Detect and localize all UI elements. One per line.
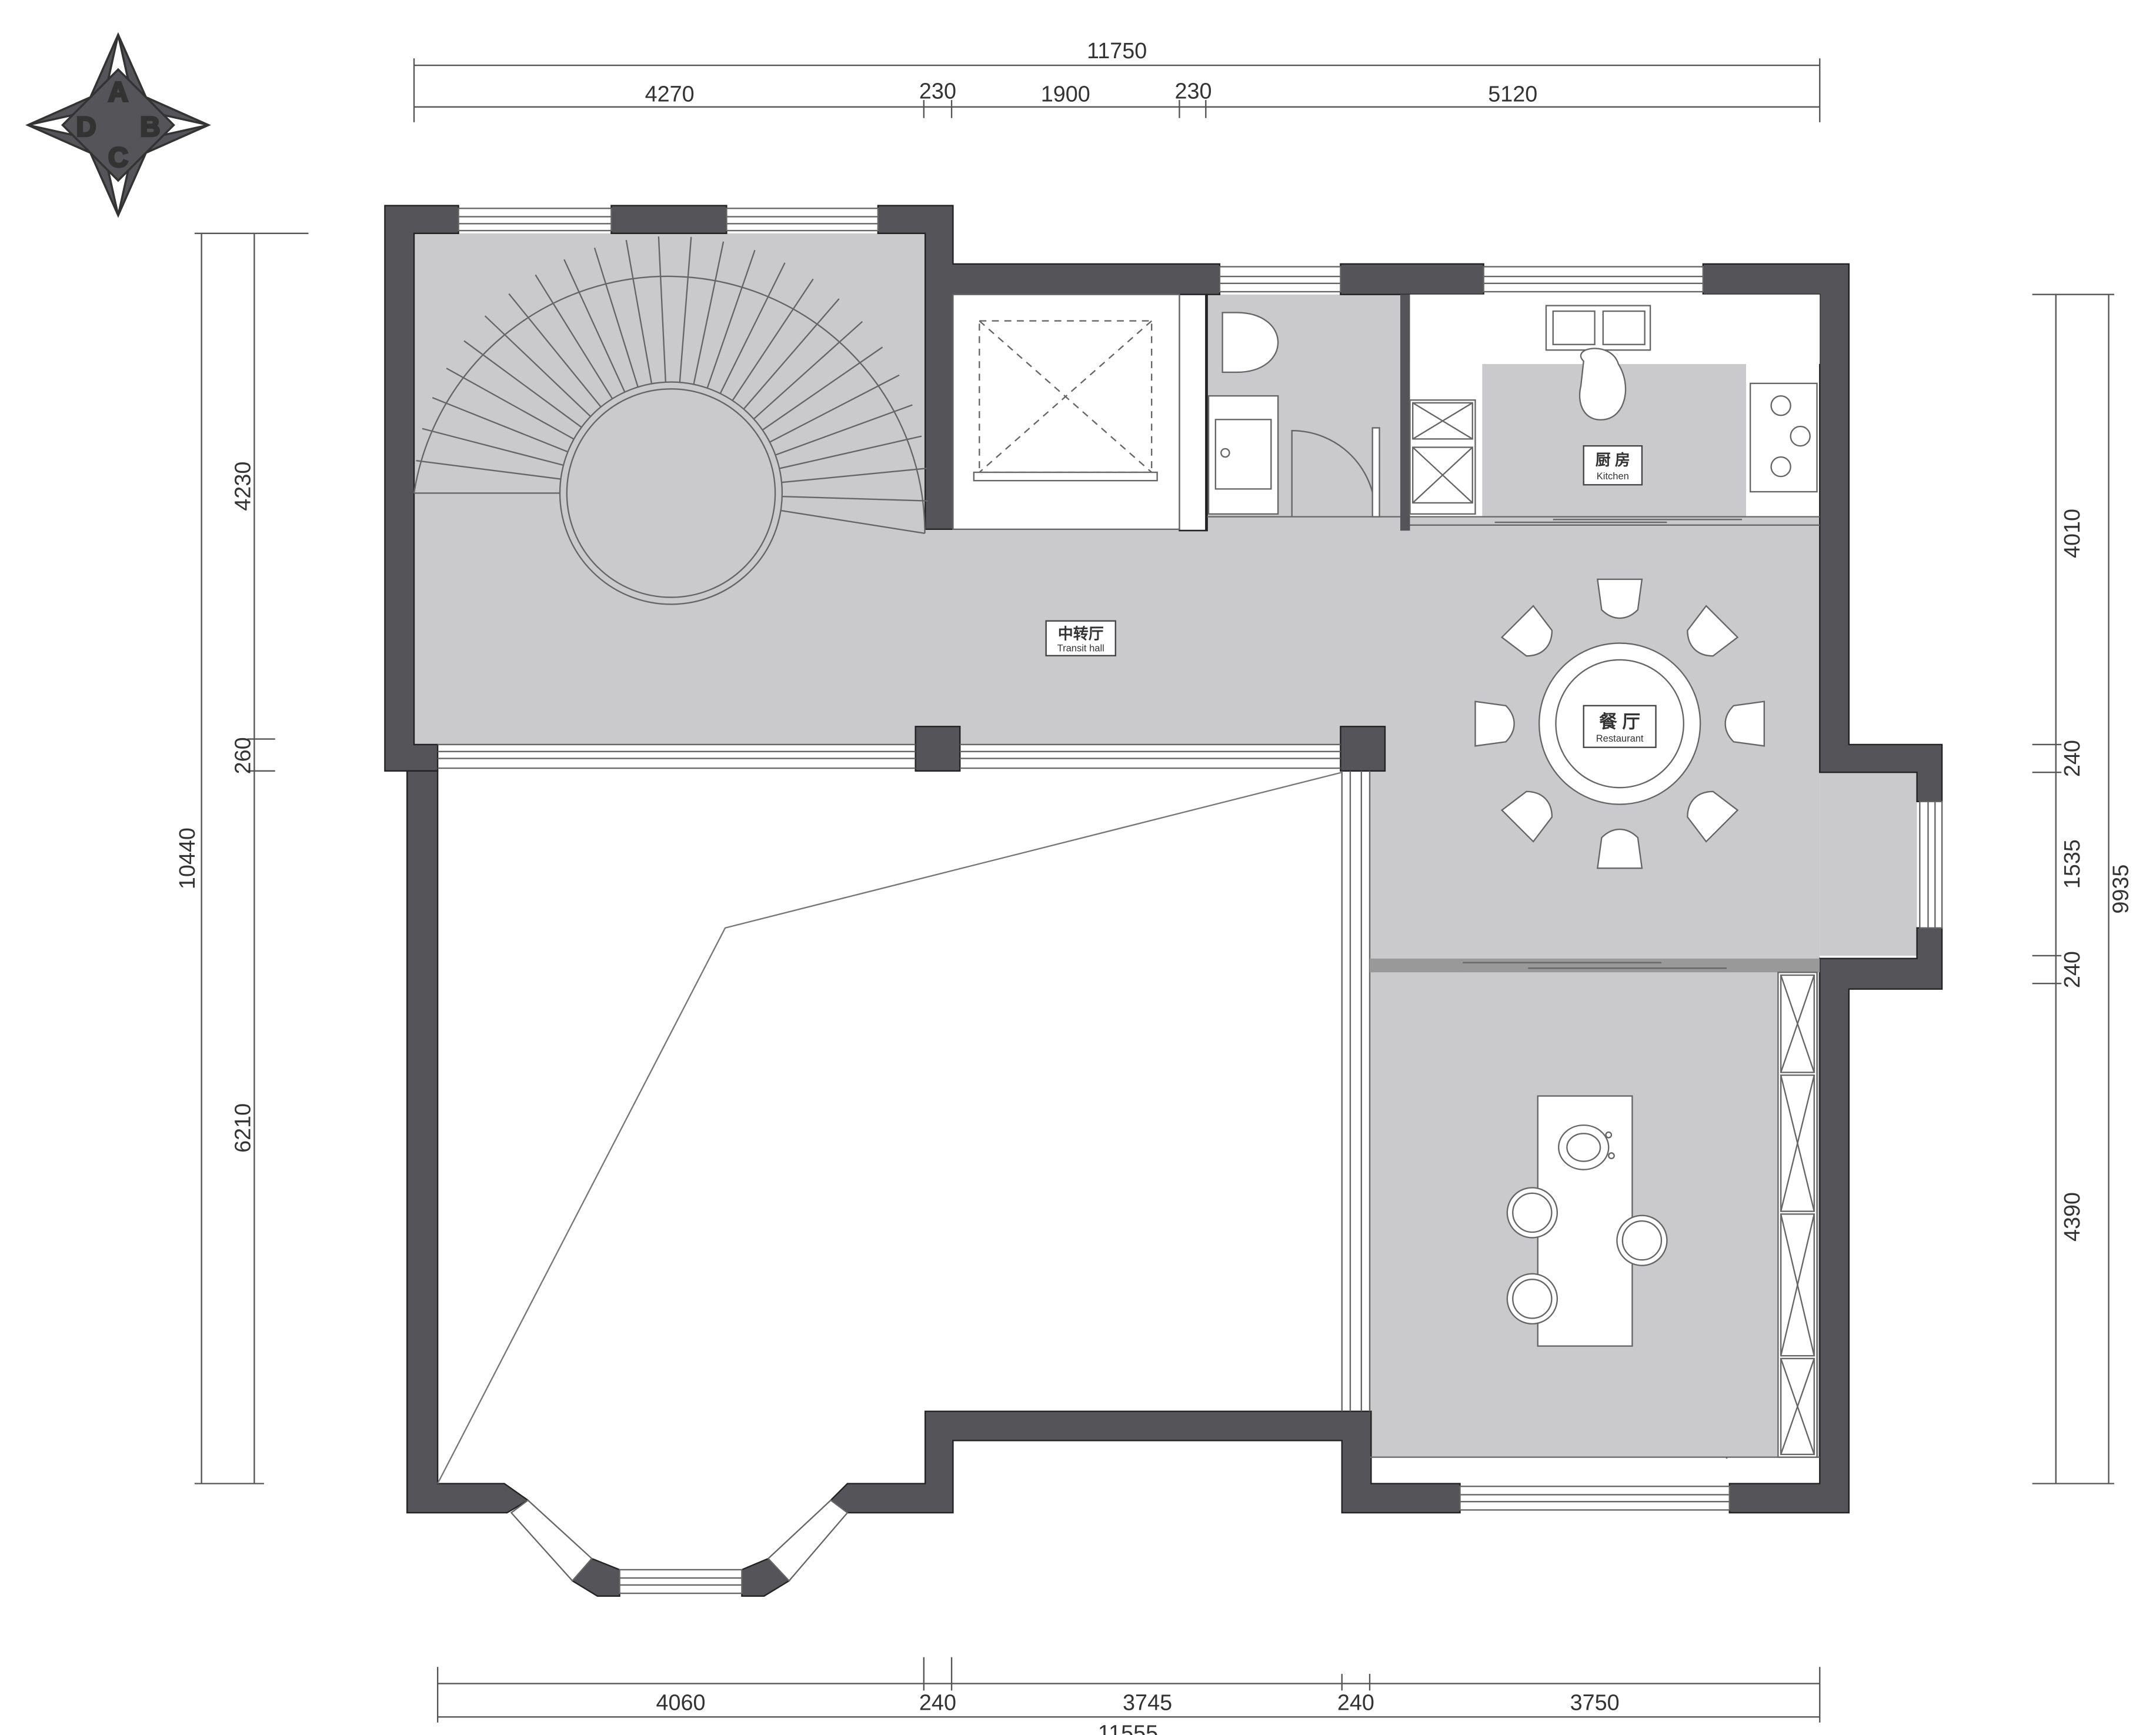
stair-tread [781, 468, 927, 483]
island-counter [1506, 1095, 1668, 1347]
dining-chair [1596, 578, 1643, 619]
room-label-kitchen: 厨 房 Kitchen [1583, 445, 1643, 486]
stair-tread [625, 240, 653, 384]
dim-bottom-total: 11555 [1098, 1721, 1158, 1735]
dim-top-1: 4270 [645, 82, 695, 106]
void-lines [437, 772, 1343, 1484]
dim-top-2: 230 [919, 79, 956, 104]
dim-left-total: 10440 [175, 828, 200, 889]
dim-top-total: 11750 [1087, 39, 1147, 64]
stair-tread [769, 374, 900, 443]
stair-tread [593, 247, 639, 388]
dining-chair [1474, 700, 1515, 747]
elevator-shaft [952, 293, 1180, 530]
stair-tread [463, 340, 582, 428]
compass-letter-b: B [140, 111, 160, 142]
compass-letter-d: D [76, 111, 96, 142]
dim-bottom-2: 240 [919, 1690, 956, 1715]
dim-top-3: 1900 [1041, 82, 1090, 106]
dim-top-4: 230 [1175, 79, 1212, 104]
stair-tread [743, 298, 840, 410]
stair-tread [563, 259, 626, 393]
stair-tread [432, 397, 568, 453]
stair-tread [762, 346, 883, 431]
kitchen-cn: 厨 房 [1596, 451, 1630, 469]
stair-tread [780, 509, 925, 534]
interior-partitions [438, 294, 1820, 1458]
dim-right-total: 9935 [2109, 865, 2134, 914]
stair-tread [658, 236, 667, 382]
dining-chair [1687, 605, 1739, 657]
stair-tread [706, 250, 756, 389]
dim-bottom-3: 3745 [1123, 1690, 1172, 1715]
dim-left-2: 260 [231, 737, 255, 774]
floor-areas [414, 233, 1917, 1457]
dim-bottom-4: 240 [1337, 1690, 1374, 1715]
dim-left-3: 6210 [231, 1103, 255, 1153]
dim-right-2: 240 [2060, 740, 2085, 777]
compass: A B C D [25, 32, 211, 218]
exterior-walls [384, 205, 1943, 1597]
dim-bottom-5: 3750 [1570, 1690, 1620, 1715]
dim-bottom-1: 4060 [656, 1690, 705, 1715]
stair-tread [484, 315, 591, 417]
transit-hall-en: Transit hall [1057, 643, 1104, 654]
stair-tread [446, 368, 575, 440]
stair-tread [779, 435, 922, 469]
dining-chair [1687, 790, 1739, 843]
room-label-restaurant: 餐 厅 Restaurant [1583, 705, 1657, 748]
restaurant-cn: 餐 厅 [1599, 712, 1640, 732]
dim-right-5: 4390 [2060, 1192, 2085, 1242]
stair-tread [782, 495, 928, 502]
dining-chair [1500, 605, 1553, 657]
dim-right-3: 1535 [2060, 839, 2085, 889]
spiral-staircase [413, 236, 928, 605]
kitchen-en: Kitchen [1597, 471, 1629, 482]
transit-hall-cn: 中转厅 [1058, 625, 1104, 642]
compass-letter-c: C [108, 142, 128, 173]
restaurant-en: Restaurant [1596, 733, 1644, 744]
stair-tread [416, 460, 561, 480]
stair-tread [508, 293, 602, 408]
stair-tread [422, 428, 564, 466]
room-label-transit-hall: 中转厅 Transit hall [1045, 620, 1116, 656]
dim-top-5: 5120 [1488, 82, 1537, 106]
dim-left-1: 4230 [231, 462, 255, 511]
dining-chair [1724, 700, 1765, 747]
dimension-labels: 11750 4270 230 1900 230 5120 4060 240 37… [175, 39, 2134, 1735]
stair-tread [679, 236, 692, 383]
dim-right-1: 4010 [2060, 509, 2085, 558]
stair-tread [719, 262, 786, 394]
kitchen-fixtures [1409, 294, 1820, 515]
dining-chair [1500, 790, 1553, 843]
storage-cabinets [1777, 972, 1818, 1458]
stair-tread [775, 404, 913, 456]
dim-right-4: 240 [2060, 951, 2085, 988]
stair-tread [535, 274, 613, 399]
stair-tread [753, 321, 863, 420]
stair-tread [693, 241, 725, 385]
bathroom-fixtures [1207, 312, 1380, 518]
dining-chair [1596, 829, 1643, 869]
stair-tread [732, 278, 814, 401]
compass-letter-a: A [108, 76, 128, 108]
windows [458, 208, 1943, 1594]
